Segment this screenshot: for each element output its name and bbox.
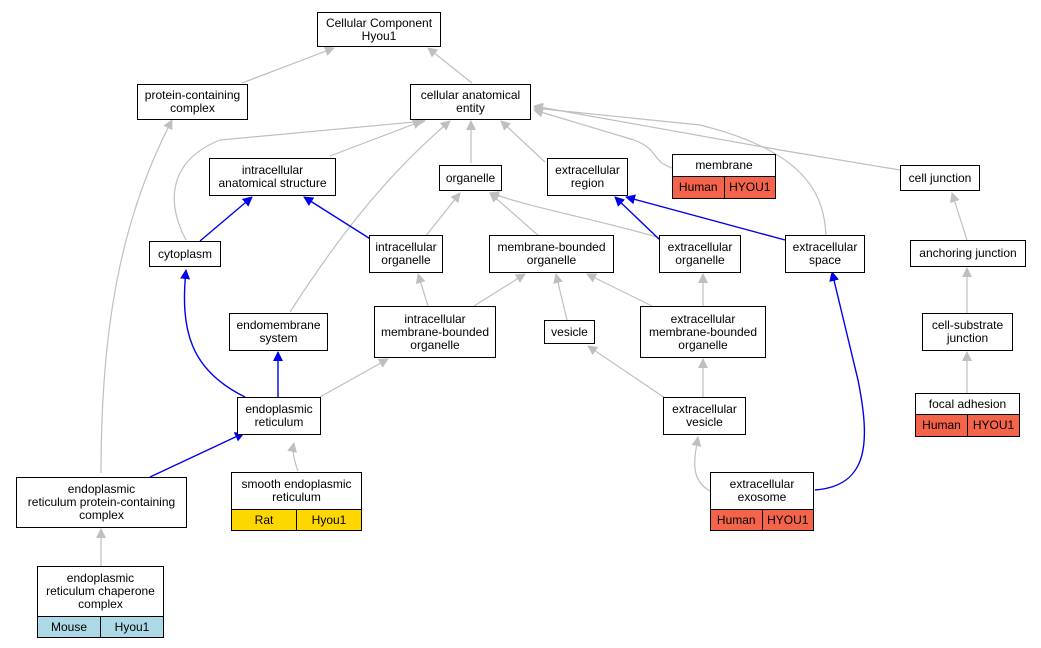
edge-blue: [303, 196, 373, 241]
edge-grey: [949, 192, 968, 241]
node-focal-adhesion[interactable]: focal adhesion: [915, 393, 1020, 415]
species-mouse: Mouse: [38, 617, 100, 637]
node-smooth-endoplasmic-reticulum[interactable]: smooth endoplasmic reticulum: [231, 472, 362, 510]
focal-adhesion-annotation: Human HYOU1: [915, 414, 1020, 437]
node-endoplasmic-reticulum[interactable]: endoplasmic reticulum: [237, 397, 321, 435]
gene-label: Hyou1: [296, 510, 361, 530]
node-endoplasmic-reticulum-protein-containing-complex[interactable]: endoplasmic reticulum protein-containing…: [16, 477, 187, 528]
edge-grey: [415, 273, 429, 307]
edge-grey: [289, 120, 451, 313]
edge-grey: [473, 273, 526, 307]
edge-grey: [319, 358, 389, 398]
node-extracellular-organelle[interactable]: extracellular organelle: [659, 235, 741, 273]
species-human: Human: [673, 177, 724, 198]
edge-grey: [553, 273, 568, 321]
membrane-annotation: Human HYOU1: [672, 176, 776, 199]
gene-label: Hyou1: [100, 617, 163, 637]
edge-grey: [424, 192, 461, 238]
node-extracellular-space[interactable]: extracellular space: [785, 235, 865, 273]
species-human: Human: [916, 415, 967, 436]
edge-blue: [199, 196, 253, 242]
edge-grey: [287, 442, 299, 472]
edge-grey: [427, 47, 473, 84]
edge-grey: [587, 345, 666, 399]
node-cell-substrate-junction[interactable]: cell-substrate junction: [922, 313, 1013, 351]
node-intracellular-anatomical-structure[interactable]: intracellular anatomical structure: [209, 158, 336, 196]
node-endoplasmic-reticulum-chaperone-complex[interactable]: endoplasmic reticulum chaperone complex: [37, 566, 164, 617]
gene-label: HYOU1: [761, 510, 813, 530]
node-endomembrane-system[interactable]: endomembrane system: [229, 313, 328, 351]
edge-grey: [533, 107, 673, 169]
edge-grey: [241, 46, 335, 84]
edge-grey: [533, 103, 827, 241]
node-organelle[interactable]: organelle: [439, 165, 502, 191]
edge-grey: [533, 102, 901, 171]
edge-blue: [149, 432, 245, 478]
gene-label: HYOU1: [967, 415, 1019, 436]
node-cell-junction[interactable]: cell junction: [900, 165, 980, 191]
edge-grey: [100, 119, 173, 474]
node-vesicle[interactable]: vesicle: [544, 320, 595, 344]
node-extracellular-region[interactable]: extracellular region: [547, 158, 628, 196]
edge-grey: [586, 273, 653, 307]
node-extracellular-vesicle[interactable]: extracellular vesicle: [663, 397, 746, 435]
smooth-er-annotation: Rat Hyou1: [231, 509, 362, 531]
edge-blue: [614, 196, 661, 241]
node-membrane[interactable]: membrane: [672, 154, 776, 177]
edge-grey: [173, 116, 426, 241]
node-extracellular-membrane-bounded-organelle[interactable]: extracellular membrane-bounded organelle: [640, 306, 766, 358]
species-human: Human: [711, 510, 762, 530]
extracellular-exosome-annotation: Human HYOU1: [710, 509, 814, 531]
node-cellular-anatomical-entity[interactable]: cellular anatomical entity: [410, 84, 531, 120]
node-cellular-component-hyou1[interactable]: Cellular Component Hyou1: [317, 12, 441, 47]
edge-blue: [814, 271, 866, 491]
edge-grey: [500, 120, 546, 163]
er-chaperone-complex-annotation: Mouse Hyou1: [37, 616, 164, 638]
species-rat: Rat: [232, 510, 296, 530]
edge-grey: [329, 119, 423, 157]
edge-grey: [489, 191, 661, 239]
edge-blue: [625, 194, 786, 241]
edge-blue: [180, 269, 246, 398]
edge-grey: [691, 436, 711, 492]
node-protein-containing-complex[interactable]: protein-containing complex: [137, 84, 248, 120]
node-extracellular-exosome[interactable]: extracellular exosome: [710, 472, 814, 510]
node-intracellular-organelle[interactable]: intracellular organelle: [369, 235, 443, 273]
node-cytoplasm[interactable]: cytoplasm: [149, 241, 221, 267]
node-intracellular-membrane-bounded-organelle[interactable]: intracellular membrane-bounded organelle: [374, 306, 496, 358]
node-membrane-bounded-organelle[interactable]: membrane-bounded organelle: [489, 235, 614, 273]
node-anchoring-junction[interactable]: anchoring junction: [910, 240, 1026, 267]
edge-grey: [489, 192, 541, 238]
gene-label: HYOU1: [723, 177, 775, 198]
